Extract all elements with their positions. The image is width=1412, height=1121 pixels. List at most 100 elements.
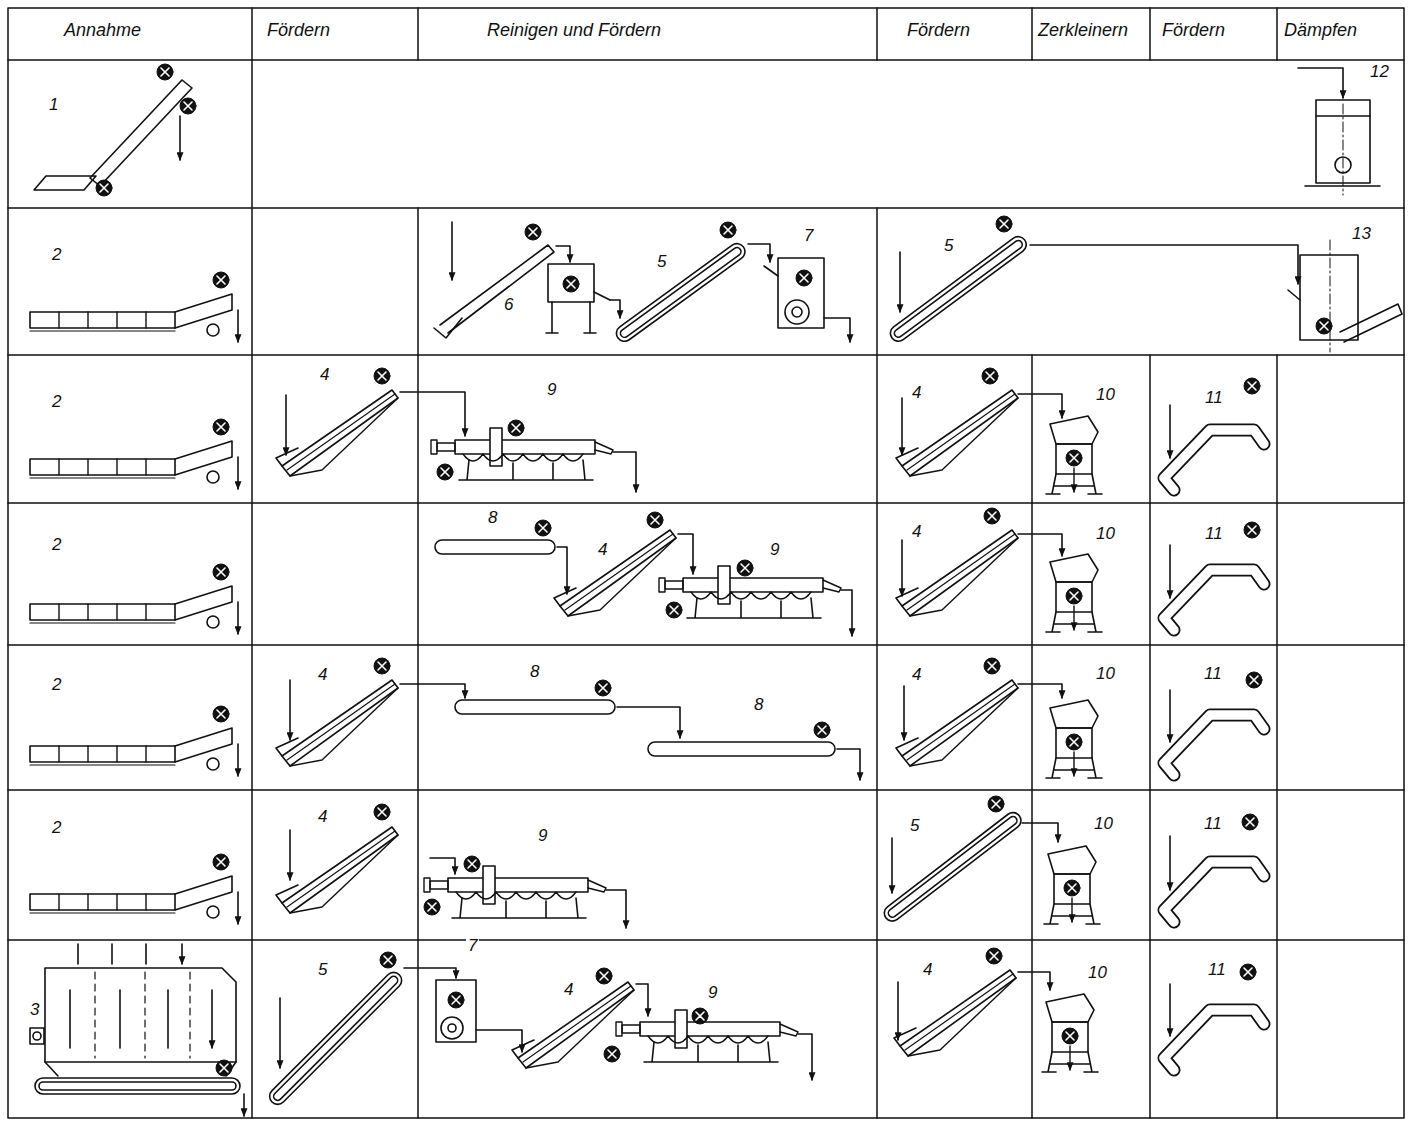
trough-conveyor <box>512 968 648 1068</box>
drawing-machine-part <box>1244 378 1260 394</box>
drawing-path <box>1169 690 1171 742</box>
callout-number: 4 <box>596 540 609 560</box>
drawing-path <box>617 707 680 738</box>
drawing-path <box>434 318 462 338</box>
callout-number: 2 <box>50 818 63 838</box>
drawing-rect <box>455 700 615 714</box>
drawing-rect <box>436 980 476 1042</box>
drawing-path <box>400 392 465 436</box>
drawing-machine-part <box>431 428 613 480</box>
column-heading: Reinigen und Fördern <box>485 20 663 41</box>
drawing-path <box>556 246 570 262</box>
drawing-machine-part <box>982 368 998 384</box>
receiving-bunker <box>30 564 238 634</box>
drawing-circle <box>785 300 809 324</box>
drawing-machine-part <box>1046 700 1102 778</box>
stone-separator <box>546 264 620 333</box>
drawing-machine-part <box>1044 846 1100 924</box>
callout-number: 4 <box>562 980 575 1000</box>
drawing-machine-part <box>464 856 480 872</box>
trough-conveyor <box>896 658 1062 766</box>
drawing-machine-part <box>1046 554 1102 632</box>
drawing-machine-part <box>276 390 398 476</box>
drawing-machine-part <box>796 270 812 286</box>
drawing-machine-part <box>1164 715 1264 775</box>
drawing-path <box>901 540 903 596</box>
callout-number: 2 <box>50 392 63 412</box>
drawing-path <box>78 944 182 964</box>
drawing-path <box>903 686 905 740</box>
trough-conveyor <box>896 368 1062 476</box>
drawing-machine-part <box>554 530 676 616</box>
washing-screw <box>424 856 626 928</box>
callout-number: 12 <box>1368 62 1391 82</box>
drawing-machine-part <box>448 992 464 1008</box>
bent-conveyor <box>1164 964 1264 1070</box>
callout-number: 5 <box>908 816 921 836</box>
drawing-machine-part <box>984 658 1000 674</box>
drawing-machine-part <box>1240 964 1256 980</box>
callout-number: 9 <box>768 540 781 560</box>
drawing-machine-part <box>535 520 551 536</box>
receiving-bunker <box>30 706 238 776</box>
drawing-path <box>594 292 610 300</box>
callout-number: 11 <box>1203 388 1225 408</box>
callout-number: 2 <box>50 675 63 695</box>
drawing-path <box>243 1094 245 1116</box>
drawing-machine-part <box>180 98 196 114</box>
drawing-path <box>899 252 901 312</box>
drawing-rect <box>778 258 824 328</box>
drawing-machine-part <box>1164 430 1264 490</box>
drawing-machine-part <box>1046 416 1102 494</box>
drawing-path <box>285 395 287 455</box>
drawing-path <box>1018 684 1062 698</box>
callout-number: 10 <box>1094 664 1117 684</box>
column-heading: Fördern <box>265 20 332 41</box>
drawing-rect <box>613 240 748 344</box>
drawing-machine-part <box>30 854 238 924</box>
drawing-g <box>266 969 405 1108</box>
drawing-path <box>70 990 212 1048</box>
drawing-path <box>289 680 291 740</box>
callout-number: 8 <box>528 662 541 682</box>
drawing-path <box>610 300 620 318</box>
drawing-path <box>251 8 253 1118</box>
drawing-machine-part <box>1164 570 1264 630</box>
drawing-path <box>418 8 1277 60</box>
drawing-path <box>400 684 465 698</box>
drawing-machine-part <box>276 827 398 913</box>
drawing-path <box>1018 972 1050 990</box>
callout-number: 5 <box>316 960 329 980</box>
drawing-rect <box>272 975 399 1102</box>
drawing-path <box>557 547 567 594</box>
callout-number: 11 <box>1202 664 1224 684</box>
drawing-path <box>1288 290 1300 300</box>
column-heading: Fördern <box>1160 20 1227 41</box>
drawing-path <box>45 968 236 1062</box>
drawing-machine-part <box>666 602 682 618</box>
callout-number: 9 <box>706 983 719 1003</box>
drawing-path <box>764 266 778 276</box>
washing-screw <box>659 560 852 636</box>
drawing-machine-part <box>1244 522 1260 538</box>
washing-screw <box>604 1008 812 1080</box>
crusher <box>1046 416 1102 494</box>
washing-screw <box>431 420 636 492</box>
drawing-g <box>613 240 748 344</box>
drawing-path <box>1298 68 1343 98</box>
drawing-rect <box>881 809 1024 924</box>
callout-number: 7 <box>802 226 815 246</box>
drawing-machine-part <box>563 276 579 292</box>
drawing-circle <box>792 307 802 317</box>
drawing-path <box>901 398 903 455</box>
drawing-path <box>45 1062 236 1076</box>
bent-conveyor <box>1164 522 1264 630</box>
receiving-bunker <box>30 854 238 924</box>
washing-machine <box>436 980 522 1052</box>
drawing-path <box>678 534 693 574</box>
drawing-path <box>613 452 636 492</box>
steamer <box>1298 68 1380 195</box>
drawing-rect <box>8 8 1404 1118</box>
crusher <box>1046 700 1102 778</box>
drawing-path <box>891 838 893 893</box>
